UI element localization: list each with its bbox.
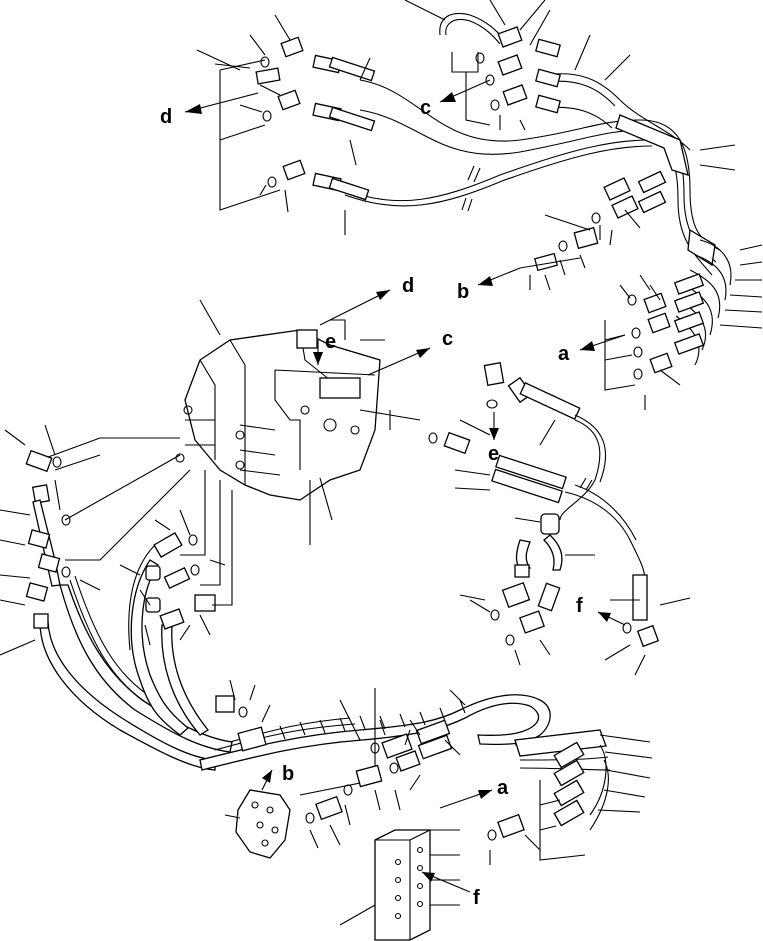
label-b-right: b <box>457 281 469 303</box>
left-hoses <box>0 424 233 771</box>
label-d-top-group: d <box>160 92 259 128</box>
label-f-mid-group: f <box>576 595 626 626</box>
label-c-valve: c <box>442 328 453 350</box>
label-b-right-group: b <box>457 267 521 303</box>
mid-right-fittings <box>428 362 691 676</box>
bottom-manifold-small <box>224 789 343 859</box>
label-a-bottom-group: a <box>439 777 509 809</box>
label-d-top: d <box>160 106 172 128</box>
label-a-right: a <box>558 343 570 365</box>
label-a-bottom: a <box>497 777 509 799</box>
label-e-valve-group: e <box>313 331 336 365</box>
label-f-mid: f <box>576 595 583 617</box>
label-d-valve-group: d <box>319 275 414 326</box>
label-c-top: c <box>420 97 431 119</box>
top-left-fittings <box>196 14 376 235</box>
label-e-mid-group: e <box>488 412 499 465</box>
upper-hose-bundle <box>344 73 721 276</box>
right-lower-fittings <box>604 239 763 410</box>
label-e-valve: e <box>325 331 336 353</box>
label-b-bottom: b <box>282 763 294 785</box>
bottom-center-fittings <box>215 679 421 826</box>
label-b-bottom-group: b <box>261 763 294 791</box>
label-e-mid: e <box>488 443 499 465</box>
control-valve <box>175 299 421 545</box>
right-upper-fittings <box>519 144 736 291</box>
label-c-valve-group: c <box>367 328 453 376</box>
label-f-bottom: f <box>473 887 480 909</box>
top-center-fittings <box>404 0 631 131</box>
bottom-distributor-block <box>339 813 541 941</box>
label-f-bottom-group: f <box>421 871 480 909</box>
label-a-right-group: a <box>558 334 626 365</box>
label-d-valve: d <box>402 275 414 297</box>
label-c-top-group: c <box>420 79 491 119</box>
